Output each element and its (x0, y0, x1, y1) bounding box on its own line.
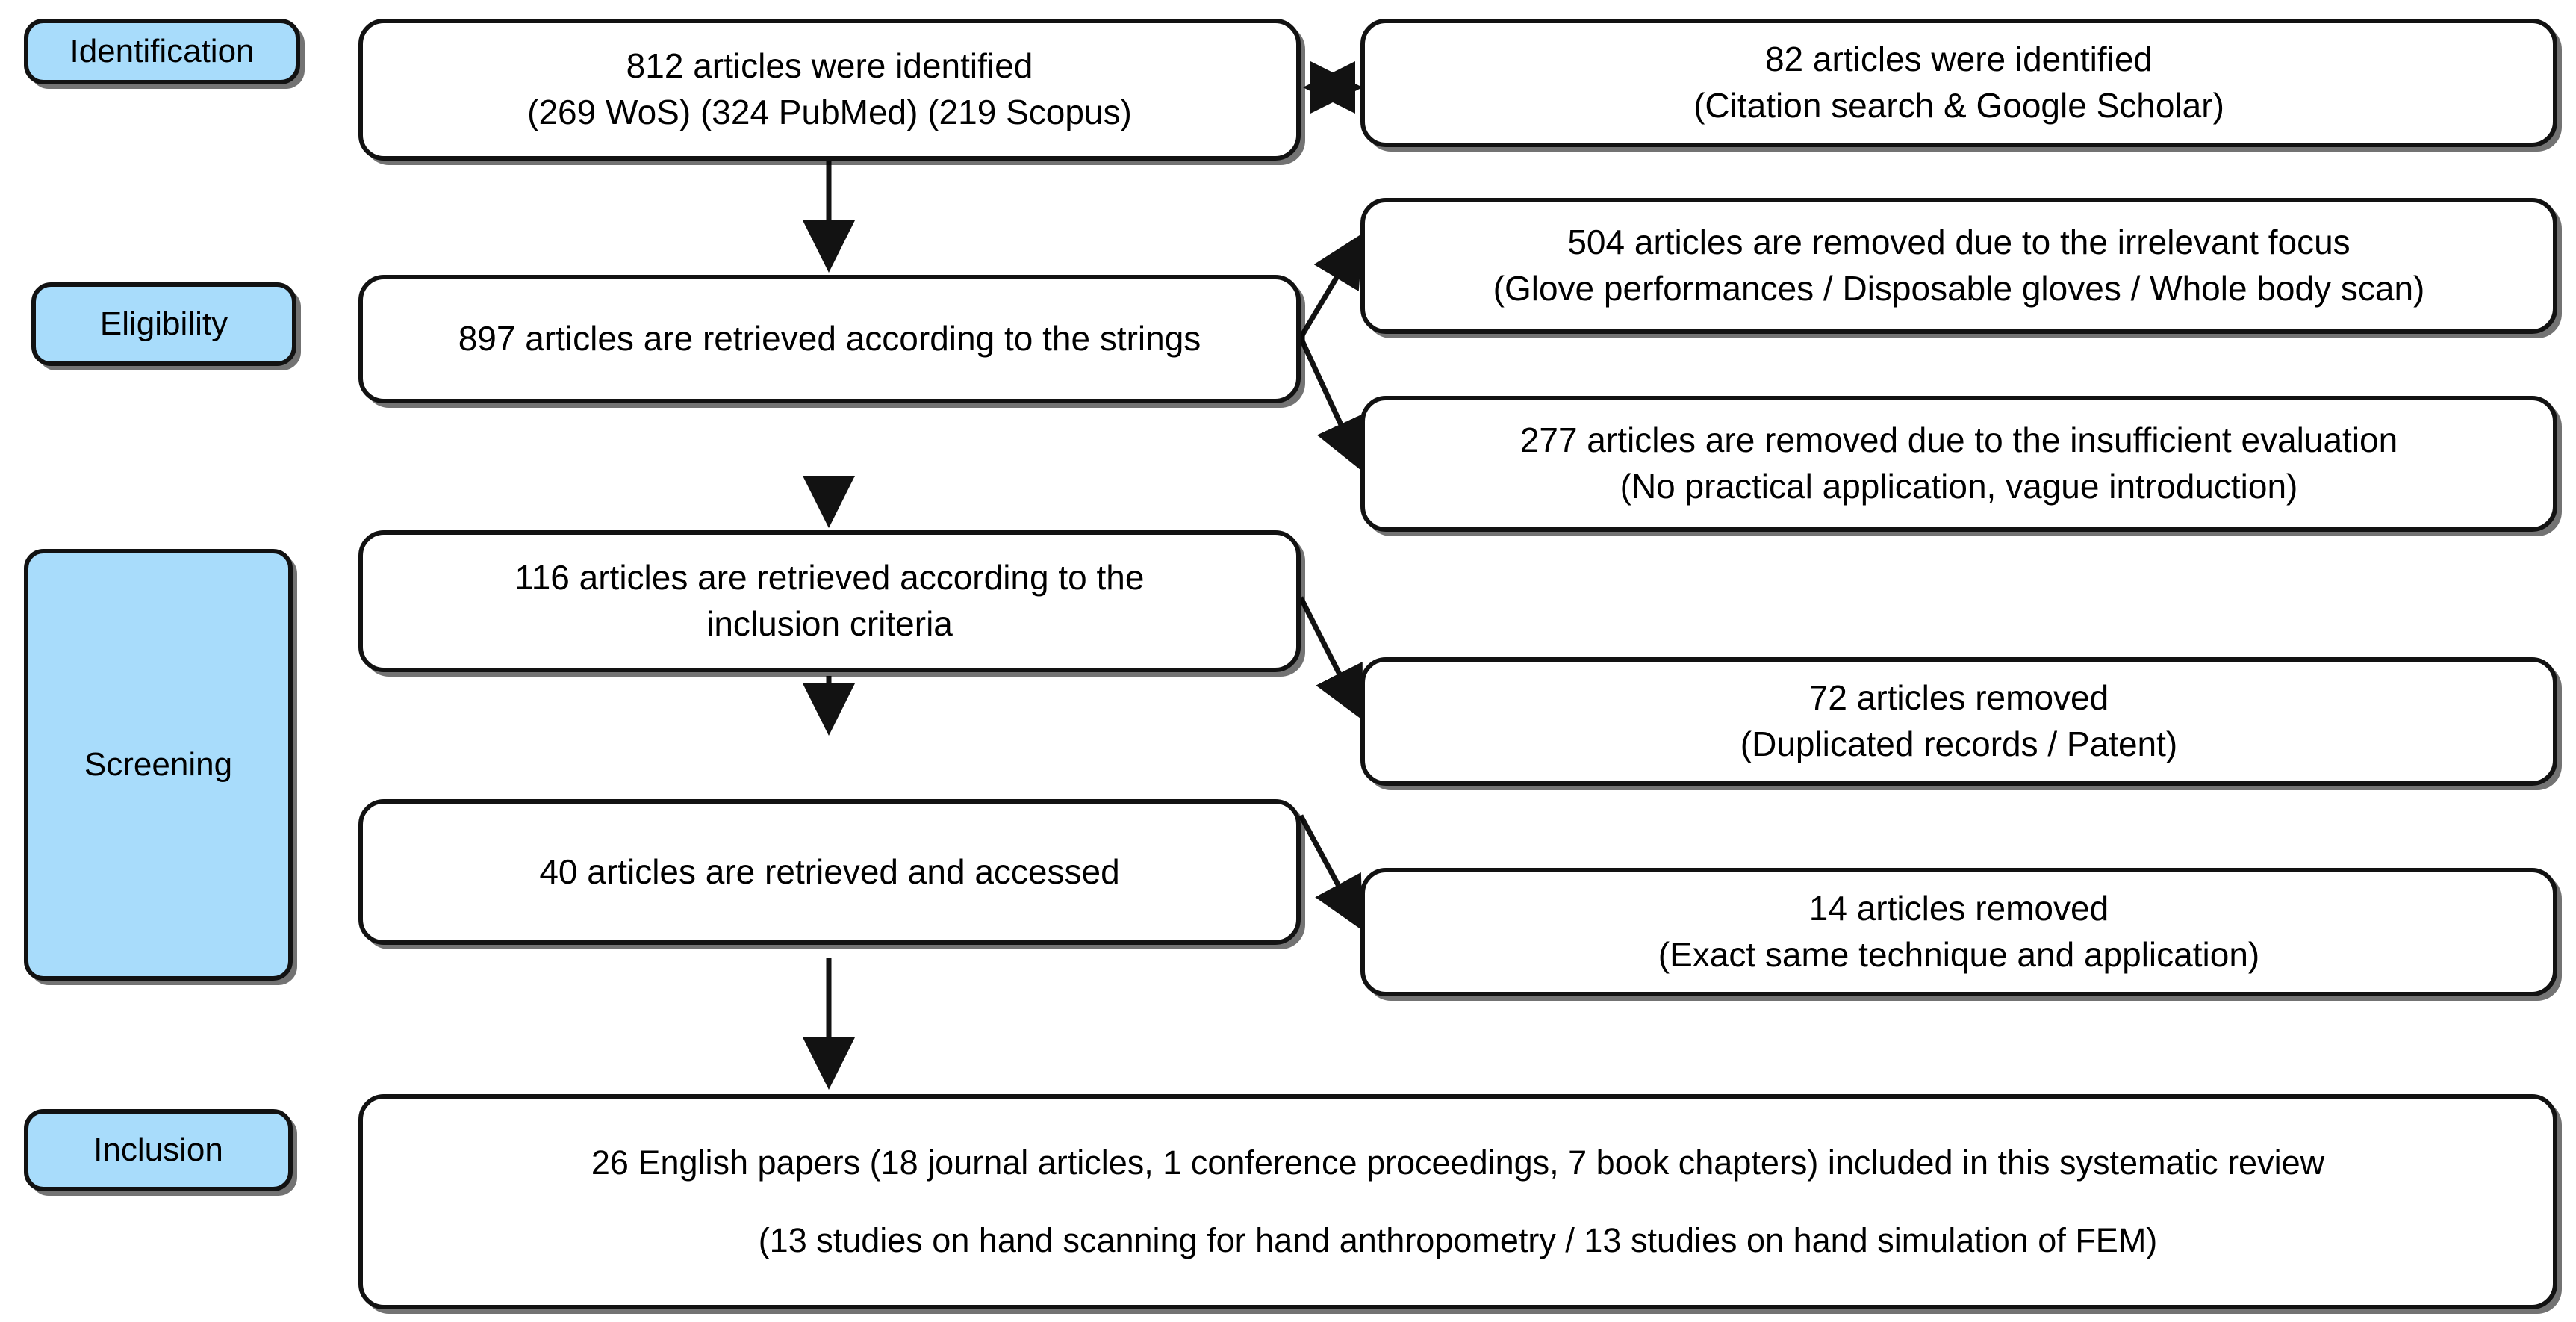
node-retrieved-accessed: 40 articles are retrieved and accessed (358, 799, 1301, 945)
stage-label-screening: Screening (24, 549, 293, 981)
node-removed-same-technique: 14 articles removed (Exact same techniqu… (1360, 868, 2557, 996)
node-removed-irrelevant-focus-text: 504 articles are removed due to the irre… (1493, 223, 2425, 308)
node-removed-duplicates-text: 72 articles removed (Duplicated records … (1740, 678, 2178, 763)
node-retrieved-strings-text: 897 articles are retrieved according to … (458, 319, 1201, 359)
stage-label-eligibility-text: Eligibility (99, 305, 228, 342)
node-included-final: 26 English papers (18 journal articles, … (358, 1094, 2557, 1309)
node-removed-irrelevant-focus: 504 articles are removed due to the irre… (1360, 198, 2557, 334)
stage-label-screening-text: Screening (84, 745, 233, 783)
stage-label-eligibility: Eligibility (31, 282, 296, 366)
node-retrieved-strings: 897 articles are retrieved according to … (358, 275, 1301, 403)
node-identified-databases: 812 articles were identified (269 WoS) (… (358, 19, 1301, 161)
node-retrieved-accessed-text: 40 articles are retrieved and accessed (539, 851, 1120, 891)
branch-arrow-2 (1298, 336, 1365, 472)
stage-label-inclusion: Inclusion (24, 1109, 293, 1191)
node-removed-insufficient-evaluation: 277 articles are removed due to the insu… (1360, 396, 2557, 532)
node-removed-same-technique-text: 14 articles removed (Exact same techniqu… (1658, 889, 2260, 974)
node-retrieved-inclusion-criteria-text: 116 articles are retrieved according to … (514, 558, 1145, 643)
stage-label-identification: Identification (24, 19, 300, 84)
branch-arrow-4 (1298, 814, 1363, 931)
node-identified-other-sources: 82 articles were identified (Citation se… (1360, 19, 2557, 147)
node-included-final-text: 26 English papers (18 journal articles, … (591, 1143, 2325, 1259)
node-removed-duplicates: 72 articles removed (Duplicated records … (1360, 657, 2557, 786)
node-identified-databases-text: 812 articles were identified (269 WoS) (… (527, 46, 1132, 131)
node-removed-insufficient-evaluation-text: 277 articles are removed due to the insu… (1519, 421, 2398, 506)
stage-label-inclusion-text: Inclusion (93, 1131, 223, 1168)
branch-arrow-3 (1298, 596, 1363, 721)
node-retrieved-inclusion-criteria: 116 articles are retrieved according to … (358, 530, 1301, 672)
branch-arrow-1 (1298, 232, 1363, 339)
stage-label-identification-text: Identification (69, 32, 255, 69)
node-identified-other-sources-text: 82 articles were identified (Citation se… (1693, 40, 2224, 125)
